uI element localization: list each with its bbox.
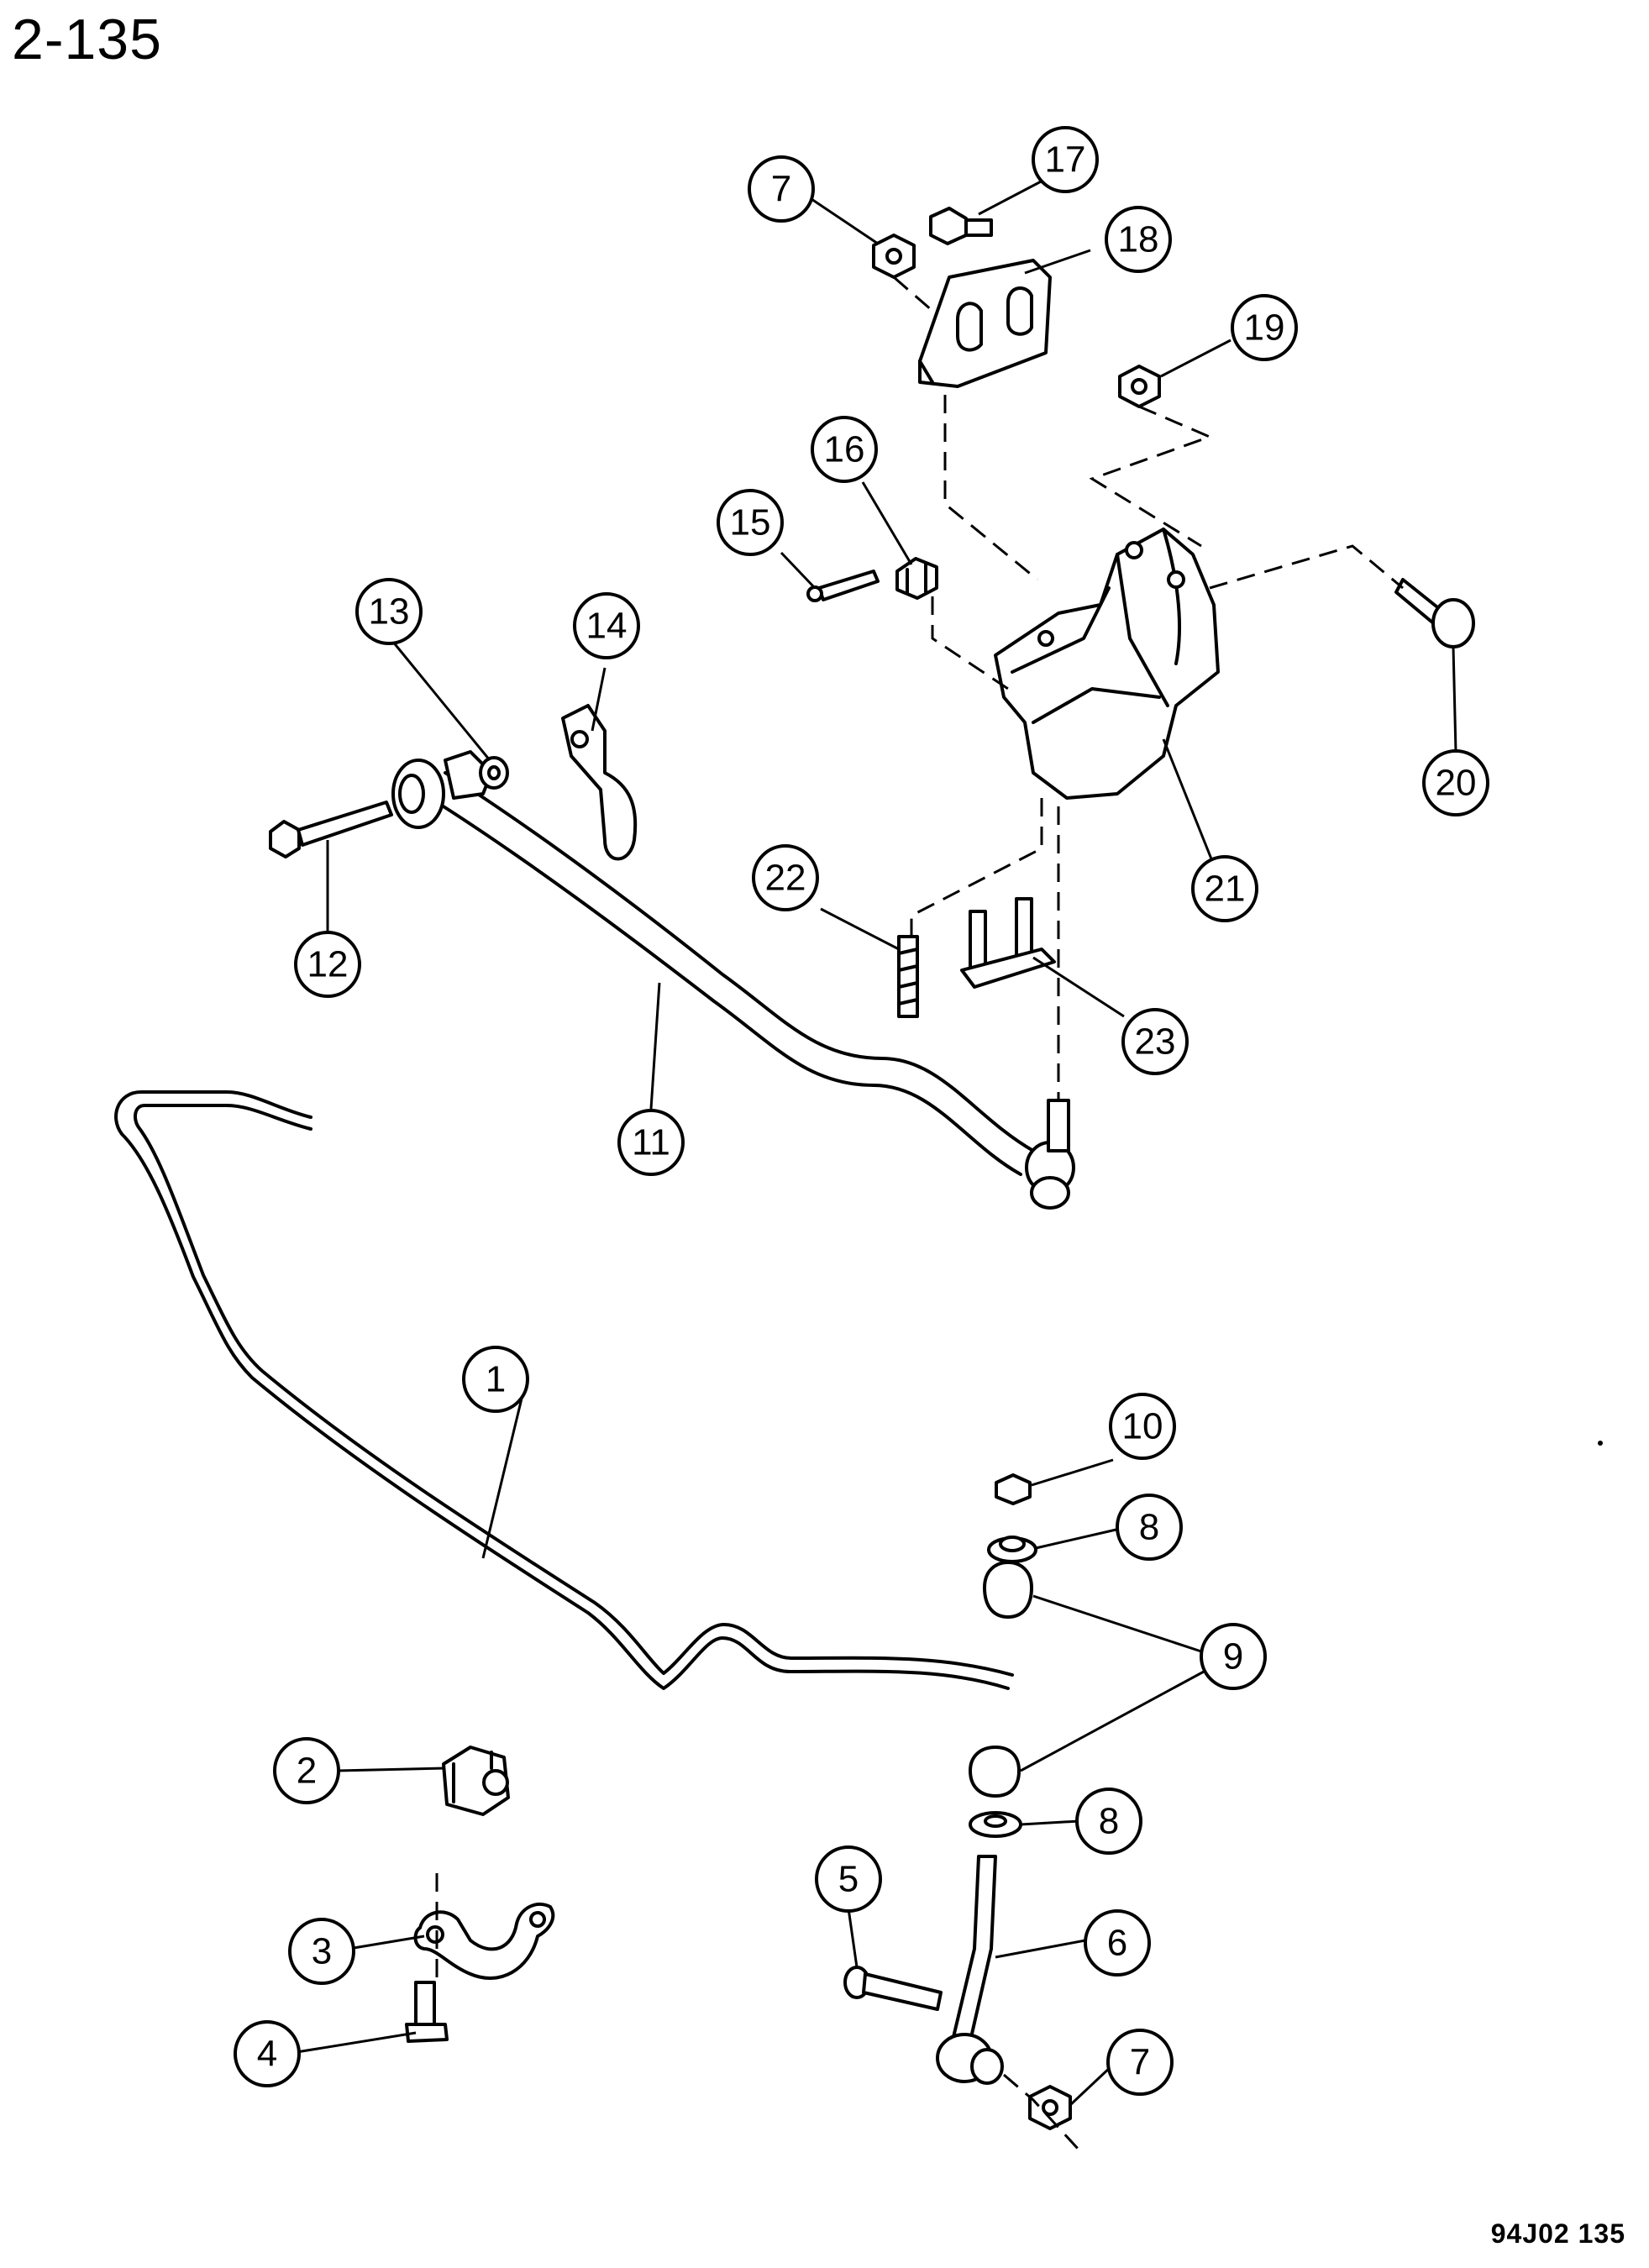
retainer-bolt <box>405 1981 449 2043</box>
callout-3: 3 <box>288 1918 355 1985</box>
nut-lower <box>1028 2085 1072 2130</box>
callout-10: 10 <box>1109 1393 1176 1460</box>
assembly-lines <box>435 276 1404 2152</box>
callout-2-number: 2 <box>297 1751 317 1792</box>
track-bar <box>391 750 1075 1210</box>
callout-16-number: 16 <box>824 429 865 470</box>
callout-6-number: 6 <box>1107 1923 1127 1964</box>
stabilizer-bar <box>114 1089 1014 1690</box>
stray-dot <box>1598 1441 1603 1446</box>
callout-10-number: 10 <box>1122 1406 1163 1447</box>
callout-14-number: 14 <box>586 606 628 647</box>
retainer-upper <box>987 1536 1037 1563</box>
callout-1: 1 <box>462 1346 529 1413</box>
callout-7-upper-number: 7 <box>771 169 791 210</box>
callout-16: 16 <box>811 416 878 483</box>
callout-19: 19 <box>1231 294 1298 361</box>
mount-bolt <box>1394 578 1475 648</box>
callout-20: 20 <box>1422 749 1489 816</box>
callout-7-upper: 7 <box>748 155 815 223</box>
callout-7-lower: 7 <box>1106 2029 1174 2096</box>
callout-6: 6 <box>1084 1909 1151 1977</box>
callout-8-upper-number: 8 <box>1139 1507 1159 1548</box>
stabilizer-link <box>936 1855 1004 2085</box>
callout-19-number: 19 <box>1244 307 1285 349</box>
callout-8-lower: 8 <box>1075 1788 1142 1855</box>
callout-12-number: 12 <box>307 944 349 985</box>
grommet-lower <box>969 1746 1021 1798</box>
callout-5: 5 <box>815 1845 882 1913</box>
nut-upper <box>872 234 916 279</box>
callout-17-number: 17 <box>1045 139 1086 181</box>
callout-21-number: 21 <box>1205 869 1246 910</box>
leader-lines <box>296 177 1457 2106</box>
callout-13: 13 <box>355 578 423 645</box>
callout-7-lower-number: 7 <box>1130 2042 1150 2083</box>
callout-14: 14 <box>573 592 640 659</box>
track-bar-bracket <box>994 528 1220 800</box>
stud <box>897 935 919 1018</box>
callout-13-number: 13 <box>369 591 410 633</box>
callout-2: 2 <box>273 1737 340 1804</box>
washer <box>479 756 509 790</box>
grommet-upper <box>983 1561 1033 1619</box>
figure-code: 94J02 135 <box>1490 2218 1625 2249</box>
callout-5-number: 5 <box>838 1859 859 1900</box>
callout-22: 22 <box>752 844 819 911</box>
callout-4: 4 <box>234 2020 301 2087</box>
track-bar-bolt <box>269 801 393 858</box>
track-bar-flag <box>561 704 638 861</box>
bushing-retainer <box>413 1902 555 1980</box>
cotter-pin <box>806 570 880 602</box>
callout-8-lower-number: 8 <box>1099 1801 1119 1842</box>
callout-3-number: 3 <box>312 1931 332 1972</box>
callout-9: 9 <box>1200 1623 1267 1690</box>
callout-20-number: 20 <box>1436 763 1477 804</box>
callout-22-number: 22 <box>765 858 806 899</box>
page-number: 2-135 <box>12 8 162 71</box>
callout-12: 12 <box>294 931 361 998</box>
callout-4-number: 4 <box>257 2034 277 2075</box>
callout-15: 15 <box>717 489 784 556</box>
callout-17: 17 <box>1032 126 1099 193</box>
link-nut <box>995 1473 1032 1505</box>
callout-18-number: 18 <box>1118 219 1159 260</box>
callout-18: 18 <box>1105 206 1172 273</box>
brace-bracket <box>918 259 1052 388</box>
slotted-nut <box>895 557 938 600</box>
callout-23-number: 23 <box>1135 1021 1176 1063</box>
callout-21: 21 <box>1191 855 1258 922</box>
mount-nut <box>1118 365 1161 408</box>
callout-23: 23 <box>1121 1008 1189 1075</box>
callout-11-number: 11 <box>632 1122 670 1163</box>
bracket-bolt <box>929 207 993 245</box>
callout-11: 11 <box>617 1109 685 1176</box>
stabilizer-bushing <box>442 1746 510 1816</box>
stud-plate <box>960 897 1056 989</box>
retainer-lower <box>969 1811 1022 1838</box>
callout-9-number: 9 <box>1223 1636 1243 1677</box>
callout-15-number: 15 <box>730 502 771 543</box>
callout-8-upper: 8 <box>1116 1494 1183 1561</box>
link-bolt <box>843 1966 943 2011</box>
callout-1-number: 1 <box>486 1359 506 1400</box>
